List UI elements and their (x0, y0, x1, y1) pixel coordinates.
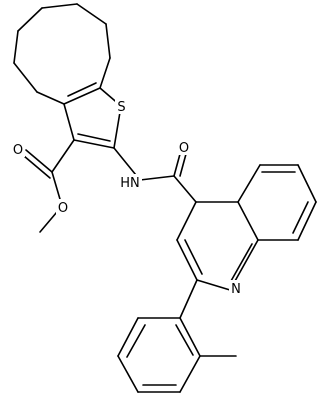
bond (13, 30, 19, 64)
atom-amide-nitrogen: HN (120, 176, 140, 191)
bond (77, 133, 111, 142)
bond (41, 3, 78, 9)
bond (237, 201, 259, 241)
bond (67, 82, 97, 97)
quinoline-pyridine-ring (176, 201, 259, 291)
bond (173, 153, 181, 177)
bond (292, 201, 309, 234)
bond (126, 324, 146, 358)
bond (73, 139, 115, 149)
atom-labels: S O O O HN N (11, 98, 243, 297)
bond (179, 317, 201, 357)
bond (105, 23, 111, 59)
bond (17, 7, 43, 32)
bond (139, 175, 175, 181)
tolyl-ring (117, 279, 237, 393)
bond (179, 153, 187, 177)
bond (176, 239, 198, 281)
bond (297, 164, 317, 203)
atom-quinoline-nitrogen: N (231, 282, 241, 297)
bond (23, 155, 51, 179)
quinoline-benzo-ring (237, 164, 317, 241)
bond (196, 279, 231, 291)
bond (230, 243, 253, 282)
bond (36, 91, 65, 105)
bond (179, 279, 198, 319)
bond (13, 62, 38, 93)
bond (175, 324, 194, 356)
bond (297, 201, 317, 241)
bond (176, 201, 197, 241)
thiophene-ring (63, 82, 122, 149)
atom-oxygen-ester-carbonyl: O (13, 143, 23, 158)
bond (63, 87, 101, 105)
bond (63, 103, 75, 141)
bond (25, 149, 53, 173)
bond (99, 57, 111, 89)
bond (179, 355, 201, 393)
bond (117, 317, 139, 357)
atom-oxygen-ester-methoxy: O (58, 201, 68, 216)
bond (76, 3, 107, 25)
bond (51, 139, 75, 173)
bond (117, 355, 139, 393)
atom-sulfur: S (117, 100, 125, 115)
bond (184, 239, 203, 275)
atom-oxygen-amide: O (179, 141, 189, 156)
bond (173, 175, 197, 203)
bond (237, 164, 261, 203)
methyl-ester-group (23, 139, 75, 233)
cyclooctane-ring (13, 3, 111, 105)
